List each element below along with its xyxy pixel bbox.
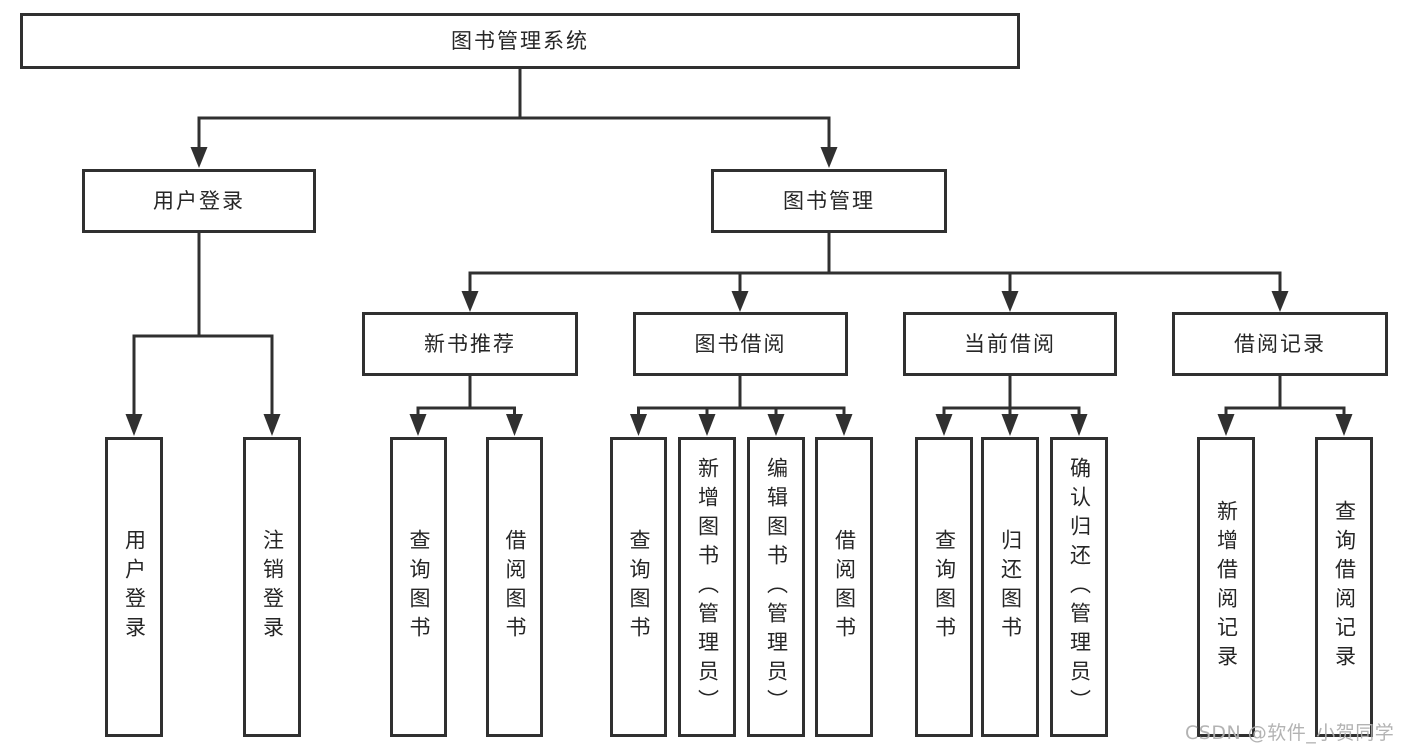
leaf-add-borrowing-record: 新增借阅记录	[1197, 437, 1255, 737]
node-label: 用户登录	[153, 188, 245, 213]
node-label: 查询图书	[627, 529, 651, 645]
node-label: 确认归还（管理员）	[1067, 456, 1092, 718]
node-label: 借阅图书	[832, 529, 857, 645]
node-label: 查询借阅记录	[1332, 500, 1357, 674]
leaf-logout: 注销登录	[243, 437, 301, 737]
node-label: 图书管理	[783, 188, 875, 213]
node-label: 图书借阅	[694, 331, 787, 356]
leaf-edit-books-admin: 编辑图书（管理员）	[747, 437, 805, 737]
node-label: 当前借阅	[964, 331, 1056, 356]
node-label: 新增借阅记录	[1214, 500, 1239, 674]
leaf-add-books-admin: 新增图书（管理员）	[678, 437, 736, 737]
leaf-user-login: 用户登录	[105, 437, 163, 737]
node-label: 新书推荐	[424, 331, 516, 356]
node-current-borrowing: 当前借阅	[903, 312, 1117, 376]
node-label: 查询图书	[932, 529, 957, 645]
leaf-borrow-books-recommend: 借阅图书	[486, 437, 543, 737]
node-label: 查询图书	[407, 529, 431, 645]
leaf-query-books-borrowing: 查询图书	[610, 437, 667, 737]
node-label: 注销登录	[260, 529, 285, 645]
node-label: 归还图书	[998, 529, 1023, 645]
node-label: 借阅记录	[1234, 331, 1326, 356]
leaf-query-books-recommend: 查询图书	[390, 437, 447, 737]
node-borrowing-records: 借阅记录	[1172, 312, 1388, 376]
leaf-borrow-books: 借阅图书	[815, 437, 873, 737]
node-label: 编辑图书（管理员）	[764, 456, 789, 718]
node-book-management: 图书管理	[711, 169, 947, 233]
node-book-borrowing: 图书借阅	[633, 312, 848, 376]
leaf-return-books: 归还图书	[981, 437, 1039, 737]
node-new-book-recommend: 新书推荐	[362, 312, 578, 376]
leaf-confirm-return-admin: 确认归还（管理员）	[1050, 437, 1108, 737]
node-user-login: 用户登录	[82, 169, 316, 233]
arrowhead-group	[125, 147, 1353, 436]
leaf-query-books-current: 查询图书	[915, 437, 973, 737]
node-label: 新增图书（管理员）	[695, 456, 720, 718]
node-label: 图书管理系统	[451, 28, 589, 53]
leaf-query-borrowing-record: 查询借阅记录	[1315, 437, 1373, 737]
csdn-watermark: CSDN @软件_小贺同学	[1185, 722, 1395, 744]
node-root: 图书管理系统	[20, 13, 1020, 69]
node-label: 借阅图书	[503, 529, 527, 645]
node-label: 用户登录	[122, 529, 147, 645]
